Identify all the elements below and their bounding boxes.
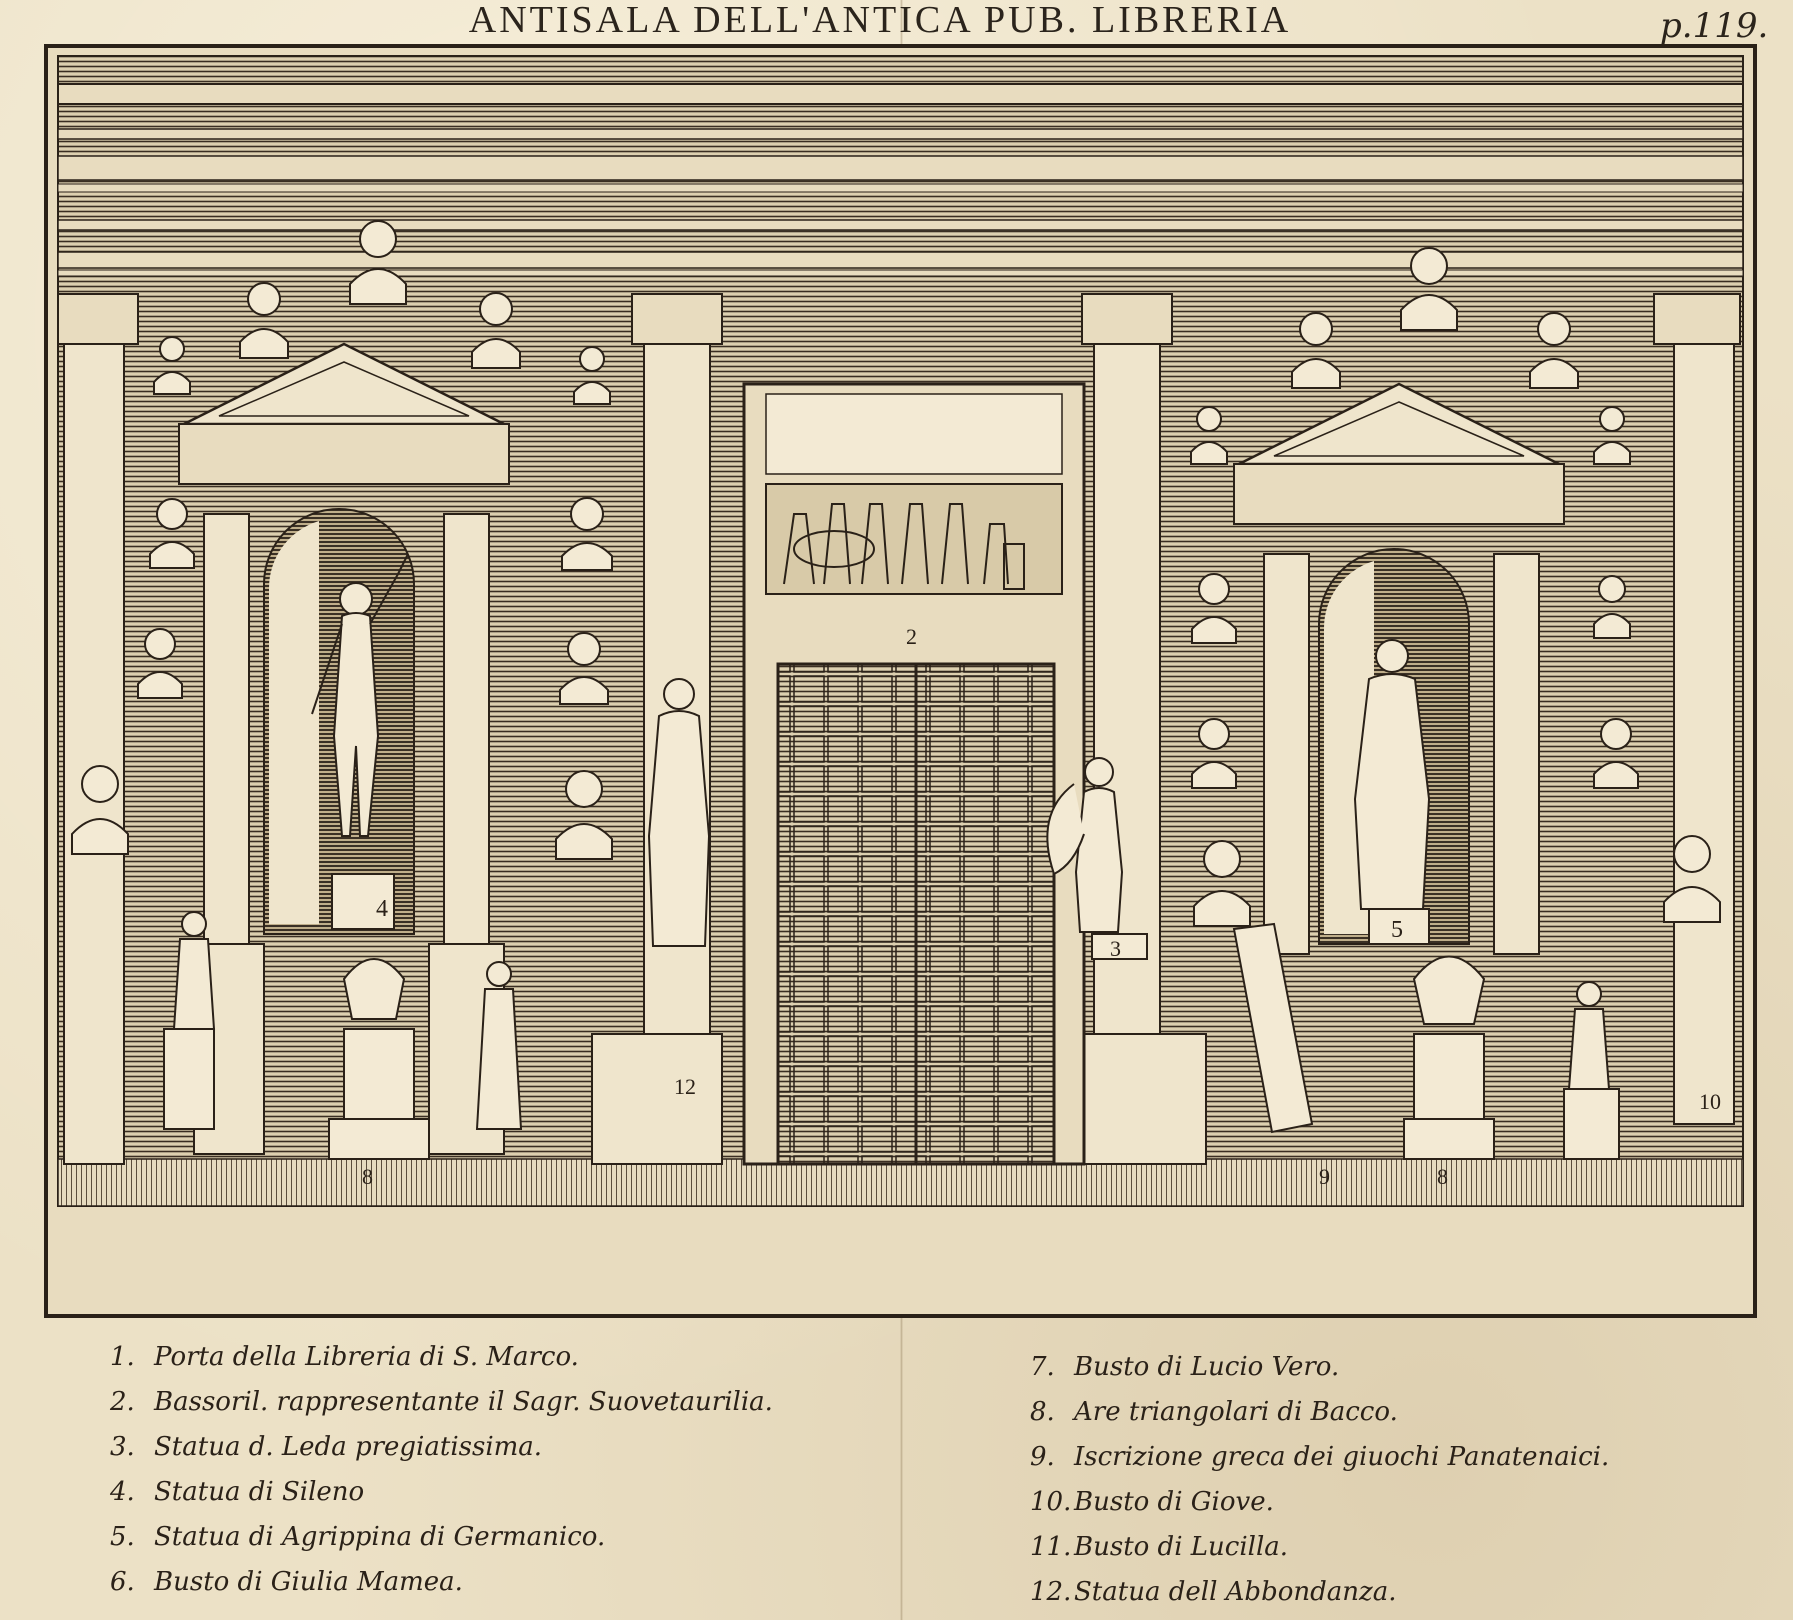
label-12: 12 xyxy=(674,1074,696,1099)
label-3: 3 xyxy=(1110,936,1121,961)
legend-item-10: 10.Busto di Giove. xyxy=(1030,1487,1274,1517)
small-statues xyxy=(163,911,1620,1160)
entablature xyxy=(57,83,1744,277)
plate-title: ANTISALA DELL'ANTICA PUB. LIBRERIA xyxy=(468,0,1292,41)
statue-leda xyxy=(1046,757,1148,960)
legend-right: 7.Busto di Lucio Vero. 8.Are triangolari… xyxy=(1030,1345,1770,1615)
label-4: 4 xyxy=(376,896,388,922)
column-far-left xyxy=(57,293,139,1165)
legend-item-8: 8.Are triangolari di Bacco. xyxy=(1030,1397,1398,1427)
label-8b: 8 xyxy=(1437,1164,1448,1189)
legend-item-2: 2.Bassoril. rappresentante il Sagr. Suov… xyxy=(110,1387,773,1417)
label-9: 9 xyxy=(1319,1164,1330,1189)
column-center-right xyxy=(1075,293,1207,1165)
legend-item-4: 4.Statua di Sileno xyxy=(110,1477,365,1507)
altars xyxy=(328,955,1495,1160)
statue-agrippina xyxy=(1353,639,1431,945)
label-8a: 8 xyxy=(362,1164,373,1189)
legend-item-6: 6.Busto di Giulia Mamea. xyxy=(110,1567,463,1597)
statue-sileno xyxy=(311,553,409,930)
label-5: 5 xyxy=(1391,917,1403,943)
column-far-right xyxy=(1653,293,1741,1125)
label-10: 10 xyxy=(1699,1089,1721,1114)
legend-item-3: 3.Statua d. Leda pregiatissima. xyxy=(110,1432,543,1462)
legend-item-1: 1.Porta della Libreria di S. Marco. xyxy=(110,1342,579,1372)
legend-item-11: 11.Busto di Lucilla. xyxy=(1030,1532,1289,1562)
legend-item-9: 9.Iscrizione greca dei giuochi Panatenai… xyxy=(1030,1442,1610,1472)
busts xyxy=(71,220,1721,927)
legend-item-12: 12.Statua dell Abbondanza. xyxy=(1030,1577,1397,1607)
statue-abbondanza xyxy=(647,678,711,947)
legend-item-7: 7.Busto di Lucio Vero. xyxy=(1030,1352,1340,1382)
label-2: 2 xyxy=(906,624,917,649)
page-number: p.119. xyxy=(1660,6,1769,46)
legend-left: 1.Porta della Libreria di S. Marco. 2.Ba… xyxy=(110,1335,930,1605)
engraving-plate: 2 4 5 xyxy=(44,44,1757,1318)
legend-item-5: 5.Statua di Agrippina di Germanico. xyxy=(110,1522,606,1552)
greek-inscription xyxy=(1232,922,1314,1134)
library-door xyxy=(742,382,1086,1166)
